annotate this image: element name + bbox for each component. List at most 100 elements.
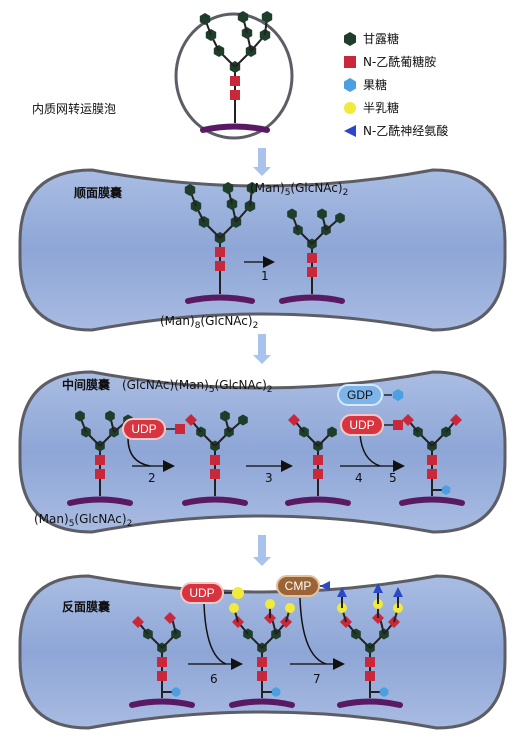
flow-arrow-3 [253, 535, 271, 566]
medial-glycan-4-membrane [399, 496, 465, 506]
glcnac-unit [365, 671, 375, 681]
legend-label: 半乳糖 [363, 101, 400, 115]
donor-galactose [232, 587, 244, 599]
flow-arrow-2 [253, 334, 271, 364]
galactose-icon [343, 101, 357, 115]
mannose-unit [75, 410, 85, 422]
trans-cisterna-label: 反面膜囊 [62, 600, 111, 614]
step-4: 4 [355, 471, 363, 485]
cis-cisterna [18, 168, 507, 332]
glcnac-unit [132, 616, 144, 628]
udp-release-curve [127, 437, 151, 467]
mannose-unit [261, 11, 273, 23]
legend-mannose: 甘露糖 [343, 30, 399, 47]
sialic-acid-unit [337, 587, 347, 597]
sialic-acid-unit [373, 583, 383, 593]
medial-glycan-2-membrane [182, 496, 248, 506]
glcnac-unit [288, 414, 300, 426]
mannose-unit [199, 13, 211, 25]
glcnac-unit [427, 455, 437, 465]
mannose-unit [335, 212, 345, 224]
donor-fucose [392, 389, 404, 401]
galactose-unit [265, 599, 275, 609]
trans-glycan-1-membrane [129, 698, 195, 708]
fructose-icon [343, 77, 357, 92]
medial-cisterna [18, 370, 507, 534]
medial-bottom-formula: (Man)5(GlcNAc)2 [34, 512, 133, 529]
cis-cisterna-label: 顺面膜囊 [74, 186, 123, 200]
glcnac-unit [313, 469, 323, 479]
glcnac-unit [95, 455, 105, 465]
glcnac-unit [230, 90, 240, 100]
glcnac-unit [164, 612, 176, 624]
legend-fructose: 果糖 [343, 76, 387, 93]
udp-donor-badge: UDP [122, 418, 166, 440]
sialic-acid-unit [393, 587, 403, 597]
glcnac-unit [210, 469, 220, 479]
donor-sialic-acid [320, 581, 330, 591]
step-6: 6 [210, 672, 218, 686]
mannose-unit [222, 182, 234, 194]
medial-glycan-3-membrane [285, 496, 351, 506]
glcnac-unit [307, 253, 317, 263]
udp-gdp-release-curve [359, 433, 381, 467]
fructose-unit [171, 687, 181, 697]
step-2: 2 [148, 471, 156, 485]
glcnac-unit [157, 671, 167, 681]
legend-label: 甘露糖 [363, 32, 400, 46]
step-1: 1 [261, 269, 269, 283]
glcnac-unit [210, 455, 220, 465]
cis-top-formula: (Man)5(GlcNAc)2 [250, 181, 349, 198]
glcnac-unit [157, 657, 167, 667]
mannose-unit [220, 410, 230, 422]
trans-glycan-3-membrane [337, 698, 403, 708]
donor-glcnac [175, 424, 185, 434]
udp-donor-badge-3: UDP [180, 582, 224, 604]
donor-glcnac-2 [393, 420, 403, 430]
vesicle-label: 内质网转运膜泡 [32, 102, 117, 116]
gdp-donor-badge: GDP [337, 384, 383, 406]
cis-glycan-man8-membrane [185, 294, 255, 304]
flow-arrow-1 [253, 148, 271, 176]
udp-donor-badge-2: UDP [340, 414, 384, 436]
glcnac-unit [185, 414, 197, 426]
glcnac-unit [230, 76, 240, 86]
glcnac-unit [313, 455, 323, 465]
mannose-icon [343, 31, 357, 46]
medial-cisterna-label: 中间膜囊 [62, 378, 111, 392]
udp-gal-release-curve [203, 603, 227, 665]
step-5: 5 [389, 471, 397, 485]
glcnac-unit [95, 469, 105, 479]
glcnac-unit [365, 657, 375, 667]
fructose-unit [441, 485, 451, 495]
glcnac-unit [215, 247, 225, 257]
medial-glycan-1-membrane [67, 496, 133, 506]
legend-glcnac: N-乙酰葡糖胺 [343, 53, 436, 70]
cmp-release-curve [299, 597, 327, 665]
mannose-unit [327, 426, 337, 438]
cis-glycan-man5-membrane [279, 294, 345, 304]
glcnac-unit [307, 267, 317, 277]
vesicle-glycan-membrane [200, 123, 270, 133]
mannose-unit [105, 410, 115, 422]
mannose-unit [287, 208, 297, 220]
mannose-unit [184, 184, 196, 196]
galactose-unit [229, 603, 239, 613]
cis-bottom-formula: (Man)8(GlcNAc)2 [160, 314, 259, 331]
step-7: 7 [313, 672, 321, 686]
step-3: 3 [265, 471, 273, 485]
mannose-unit [317, 208, 327, 220]
glcnac-unit [450, 414, 462, 426]
glcnac-unit [402, 414, 414, 426]
trans-glycan-2-membrane [229, 698, 295, 708]
legend-label: 果糖 [363, 78, 388, 92]
mannose-unit [246, 182, 258, 194]
glcnac-unit [215, 261, 225, 271]
fructose-unit [379, 687, 389, 697]
glcnac-unit [257, 657, 267, 667]
mannose-unit [238, 414, 248, 426]
galactose-unit [285, 603, 295, 613]
glcnac-icon [343, 55, 357, 69]
glcnac-unit [427, 469, 437, 479]
